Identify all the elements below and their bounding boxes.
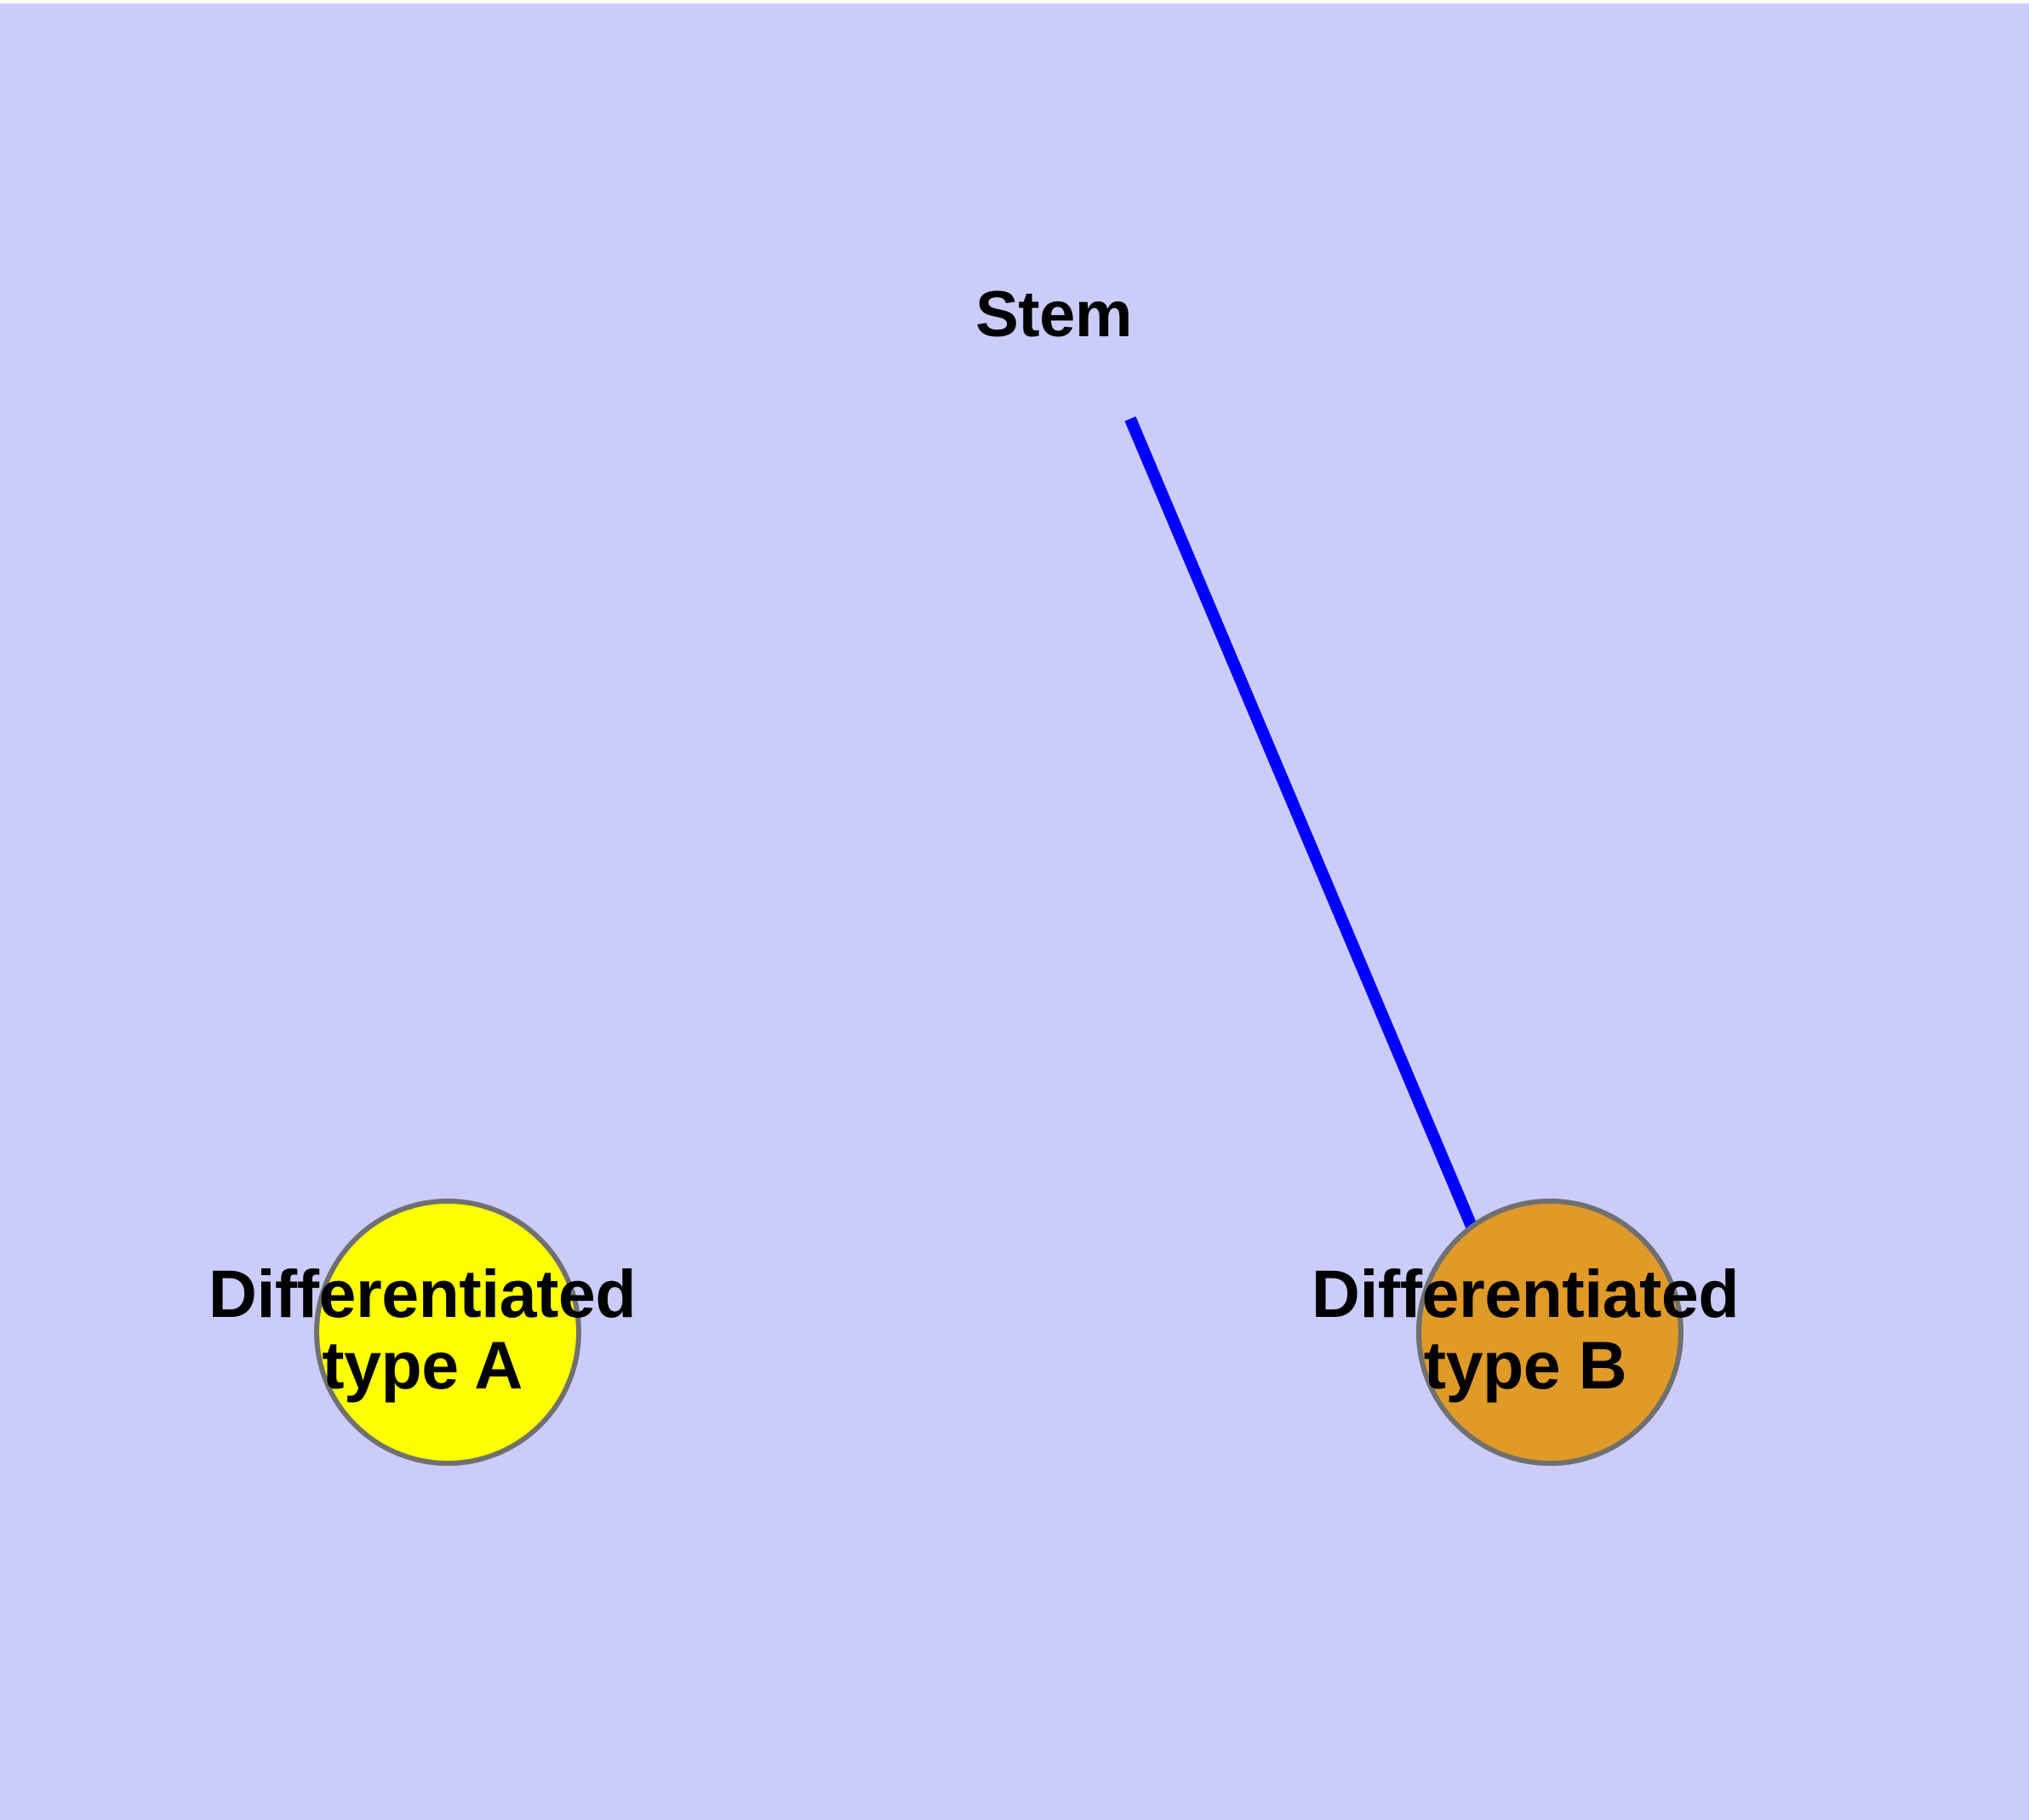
node-differentiated-type-b[interactable] [1416,1199,1683,1466]
edge-layer [1124,416,1478,1231]
node-stem[interactable] [314,1199,581,1466]
node-layer [314,1199,1683,1466]
edge-stem-to-differentiated-type-b [1124,416,1478,1231]
plot-background [0,3,2029,1820]
